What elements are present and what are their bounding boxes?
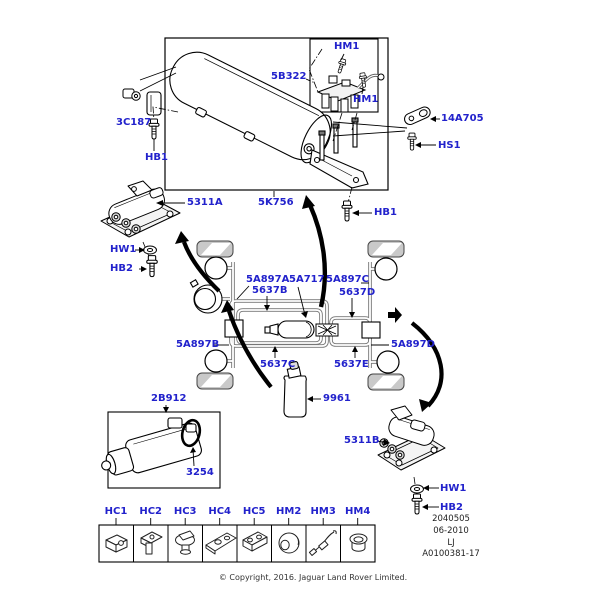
part-label-5a897a[interactable]: 5A897A <box>246 274 290 285</box>
part-label-14a705[interactable]: 14A705 <box>441 113 484 124</box>
bolt-hb1-right <box>341 200 353 222</box>
silencer-capsule <box>264 320 315 339</box>
part-label-5a897b[interactable]: 5A897B <box>176 339 220 350</box>
part-label-hm1-right[interactable]: HM1 <box>353 94 379 105</box>
part-label-hb2-right[interactable]: HB2 <box>440 502 463 513</box>
ref-drawing-number: A0100381-17 <box>422 549 480 559</box>
legend-label-hm3[interactable]: HM3 <box>310 506 336 517</box>
compressor-intake <box>189 279 223 314</box>
part-label-5b322[interactable]: 5B322 <box>271 71 307 82</box>
part-label-5637c[interactable]: 5637C <box>260 359 296 370</box>
clip-3c187 <box>122 88 141 101</box>
part-label-hw1-left[interactable]: HW1 <box>110 244 137 255</box>
leader-lines <box>139 66 408 137</box>
part-label-5a897d[interactable]: 5A897D <box>391 339 435 350</box>
valve-block-5b322 <box>316 73 385 113</box>
part-label-hs1[interactable]: HS1 <box>438 140 461 151</box>
reservoir-assembly-box <box>164 37 389 191</box>
part-label-5637b[interactable]: 5637B <box>252 285 288 296</box>
bracket-clip-icon <box>205 532 237 555</box>
o-ring-3254 <box>180 418 202 448</box>
part-label-5k756[interactable]: 5K756 <box>258 197 294 208</box>
leg-clip-icon <box>140 531 163 555</box>
legend-label-hm2[interactable]: HM2 <box>276 506 302 517</box>
bolt-hb2-left <box>146 255 158 278</box>
part-label-hb2-left[interactable]: HB2 <box>110 263 133 274</box>
block-clip-icon <box>242 531 268 552</box>
legend-label-hm4[interactable]: HM4 <box>345 506 371 517</box>
bolt-hb2-right <box>411 493 423 515</box>
flow-direction-arrow-icon <box>388 307 402 323</box>
part-label-3254[interactable]: 3254 <box>186 467 214 478</box>
top-hat-grommet-icon <box>349 533 368 552</box>
air-lines <box>220 262 380 368</box>
part-label-5a897c[interactable]: 5A897C <box>326 274 369 285</box>
valve-9961 <box>283 361 307 418</box>
part-label-hw1-right[interactable]: HW1 <box>440 483 467 494</box>
part-label-2b912[interactable]: 2B912 <box>151 393 187 404</box>
part-label-5a717[interactable]: 5A717 <box>289 274 325 285</box>
part-label-hb1-left[interactable]: HB1 <box>145 152 168 163</box>
ref-date: 06-2010 <box>433 526 469 536</box>
valve-unit-5311a <box>100 180 181 238</box>
valve-unit-5311b <box>377 405 446 471</box>
leader-arrowheads <box>139 116 436 510</box>
legend-label-hc2[interactable]: HC2 <box>139 506 163 517</box>
part-label-5311b[interactable]: 5311B <box>344 435 380 446</box>
grommet-disc-icon <box>278 532 300 554</box>
legend-label-hc4[interactable]: HC4 <box>208 506 232 517</box>
part-label-9961[interactable]: 9961 <box>323 393 351 404</box>
locator-arrows <box>175 195 444 412</box>
part-label-hb1-right[interactable]: HB1 <box>374 207 397 218</box>
push-pin-clip-icon <box>175 530 195 555</box>
mesh-valve <box>315 323 339 337</box>
compressor-box-2b912 <box>101 411 221 489</box>
legend-label-hc3[interactable]: HC3 <box>173 506 197 517</box>
part-label-hm1-top[interactable]: HM1 <box>334 41 360 52</box>
part-label-5637e[interactable]: 5637E <box>334 359 369 370</box>
part-label-5311a[interactable]: 5311A <box>187 197 223 208</box>
air-reservoir-tank <box>146 51 369 189</box>
copyright-notice: © Copyright, 2016. Jaguar Land Rover Lim… <box>218 573 408 582</box>
screw-hs1 <box>407 132 417 151</box>
box-clip-icon <box>105 534 128 553</box>
part-label-5637d[interactable]: 5637D <box>339 287 376 298</box>
air-spring-circles <box>204 256 400 374</box>
tire-glyphs <box>196 240 405 391</box>
ref-model-code: LJ <box>447 538 455 548</box>
bracket-14a705 <box>404 106 431 126</box>
ref-spec-number: 2040505 <box>432 514 470 524</box>
washer-hw1-right <box>410 484 424 494</box>
washer-hw1-left <box>143 245 157 255</box>
hardware-legend-strip <box>98 518 376 563</box>
part-label-3c187[interactable]: 3C187 <box>116 117 152 128</box>
legend-label-hc5[interactable]: HC5 <box>242 506 266 517</box>
cable-strap-icon <box>308 530 337 556</box>
legend-label-hc1[interactable]: HC1 <box>104 506 128 517</box>
